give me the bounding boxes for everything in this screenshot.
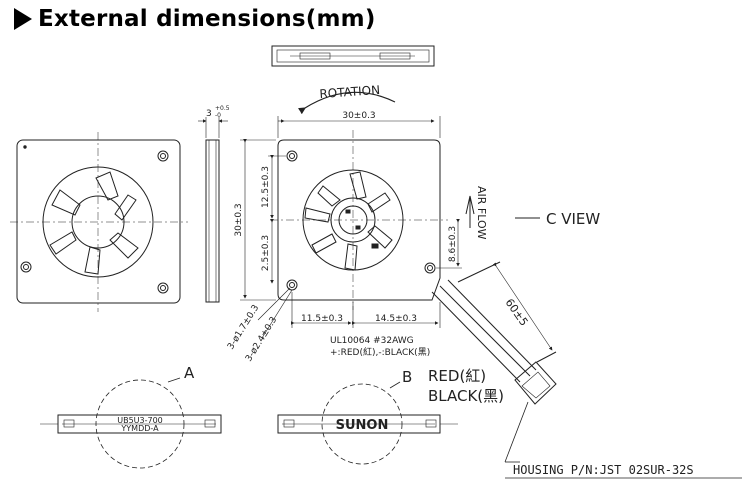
air-flow-label: AIR FLOW bbox=[475, 186, 488, 240]
detail-b bbox=[277, 381, 458, 465]
detail-a bbox=[40, 377, 222, 469]
black-wire-label: BLACK(黑) bbox=[428, 387, 504, 405]
play-triangle-icon bbox=[14, 8, 32, 30]
section-heading: External dimensions(mm) bbox=[14, 6, 376, 32]
model-label: UB5U3-700 bbox=[117, 416, 163, 425]
dim-upper: 12.5±0.3 bbox=[261, 166, 271, 208]
front-dimensions bbox=[240, 116, 462, 339]
rotation-indicator: ROTATION bbox=[298, 83, 396, 115]
date-code-label: YYMDD-A bbox=[120, 424, 159, 433]
dim-thickness-tol-up: +0.5 bbox=[215, 105, 230, 112]
dim-thickness: 3 bbox=[206, 109, 212, 119]
dim-height-left: 30±0.3 bbox=[234, 203, 244, 236]
cable-colors-label: +:RED(紅),-:BLACK(黑) bbox=[330, 347, 430, 358]
dim-bottom-left: 11.5±0.3 bbox=[301, 314, 343, 324]
section-title: External dimensions(mm) bbox=[38, 6, 376, 32]
c-view-label: C VIEW bbox=[546, 210, 600, 228]
dim-bottom-right: 14.5±0.3 bbox=[375, 314, 417, 324]
top-view bbox=[271, 45, 435, 67]
dim-width-top: 30±0.3 bbox=[342, 111, 375, 121]
red-wire-label: RED(紅) bbox=[428, 367, 486, 385]
side-view bbox=[198, 117, 228, 303]
dim-outlet: 8.6±0.3 bbox=[448, 226, 458, 262]
front-view bbox=[270, 130, 448, 310]
detail-b-label: B bbox=[402, 368, 412, 386]
detail-a-label: A bbox=[184, 364, 195, 382]
cable bbox=[431, 261, 557, 463]
dim-cable-length: 60±5 bbox=[503, 296, 531, 328]
housing-label: HOUSING P/N:JST 02SUR-32S bbox=[513, 463, 694, 477]
air-flow-arrow-icon bbox=[465, 195, 475, 228]
dim-lower: 2.5±0.3 bbox=[261, 235, 271, 271]
brand-label: SUNON bbox=[336, 418, 389, 433]
dim-thickness-tol-down: -0 bbox=[215, 112, 221, 119]
cable-spec-label: UL10064 #32AWG bbox=[330, 336, 414, 346]
back-view bbox=[10, 132, 188, 312]
rotation-label: ROTATION bbox=[319, 83, 381, 101]
